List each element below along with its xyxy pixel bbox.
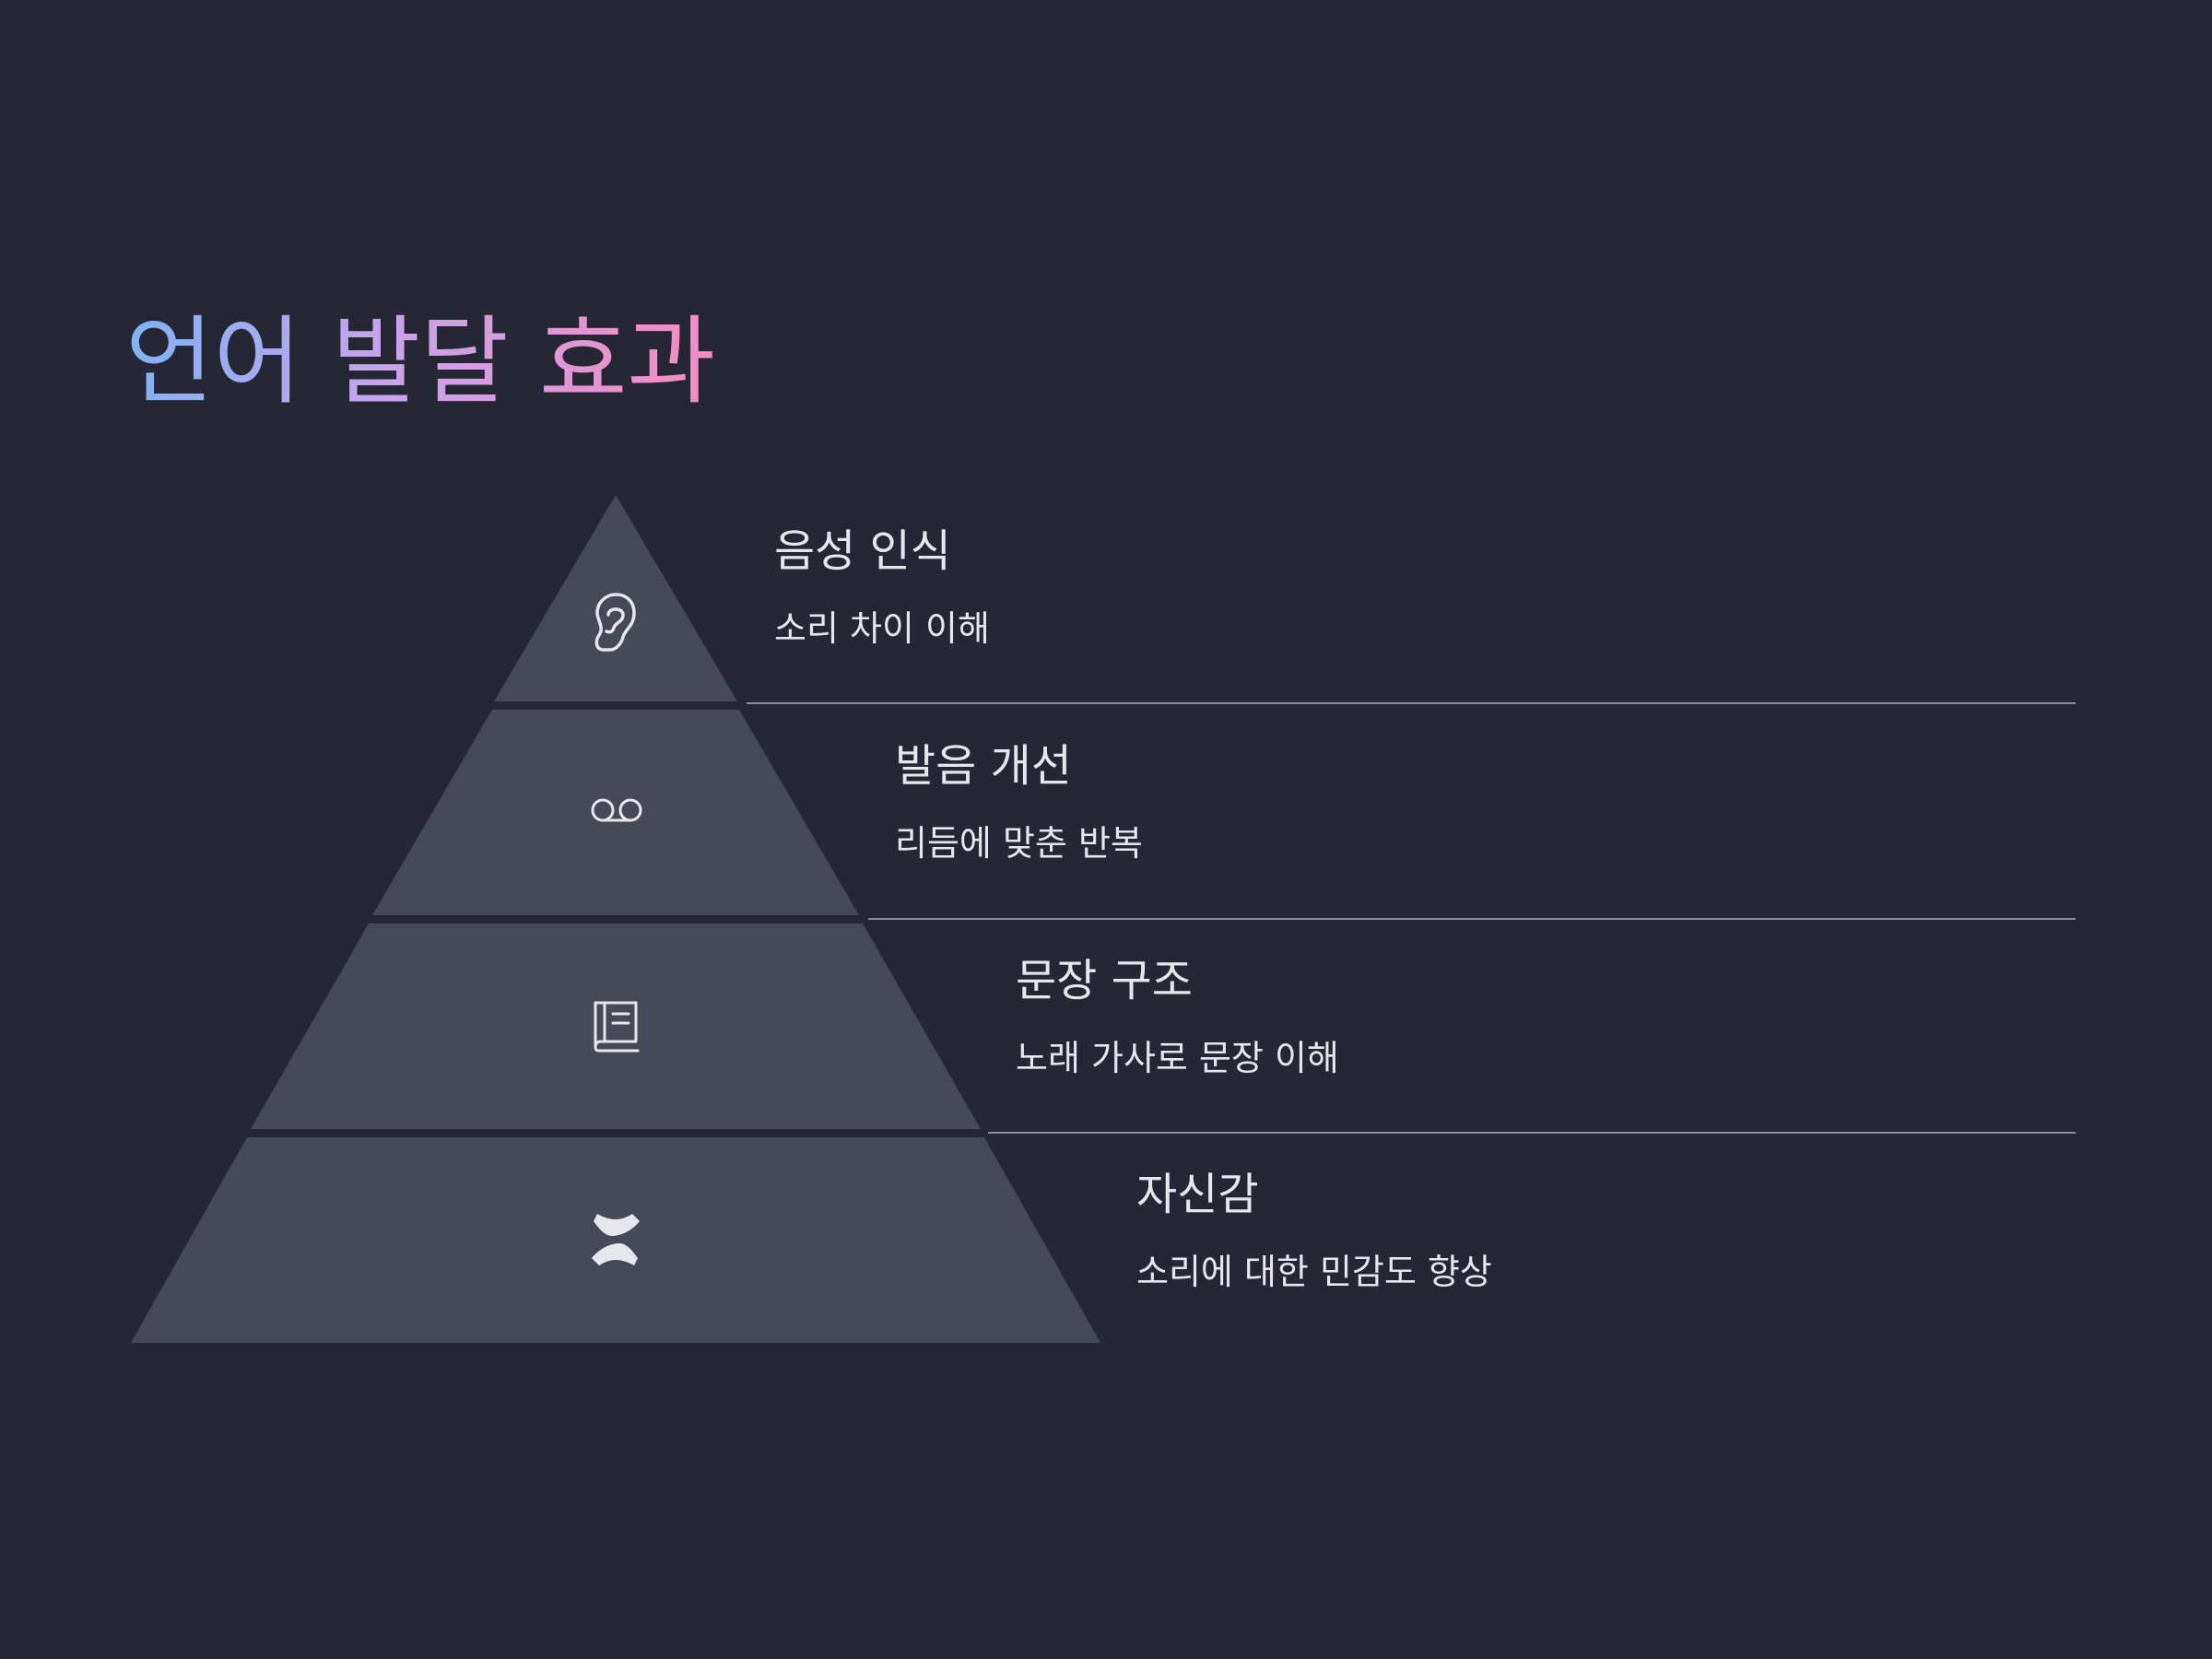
tier-1-heading: 음성 인식 — [774, 525, 951, 577]
tier-1-description: 소리 차이 이해 — [774, 608, 990, 649]
ear-icon — [594, 593, 636, 652]
tier-2-heading: 발음 개선 — [895, 740, 1072, 792]
tier-3-description: 노래 가사로 문장 이해 — [1016, 1038, 1339, 1078]
pyramid-tier-2 — [372, 710, 859, 915]
pyramid-tier-1 — [494, 495, 737, 701]
confluence-icon — [592, 1214, 640, 1265]
tier-2-description: 리듬에 맞춘 반복 — [895, 823, 1143, 864]
tier-3-heading: 문장 구조 — [1016, 955, 1193, 1006]
pyramid-tier-4 — [131, 1137, 1100, 1343]
tier-4-heading: 자신감 — [1136, 1169, 1259, 1220]
page-title: 언어 발달 효과 — [125, 305, 716, 418]
voicemail-icon — [591, 798, 642, 822]
book-icon — [594, 1001, 640, 1053]
pyramid-tier-3 — [251, 924, 981, 1129]
tier-4-description: 소리에 대한 민감도 향상 — [1136, 1252, 1492, 1292]
